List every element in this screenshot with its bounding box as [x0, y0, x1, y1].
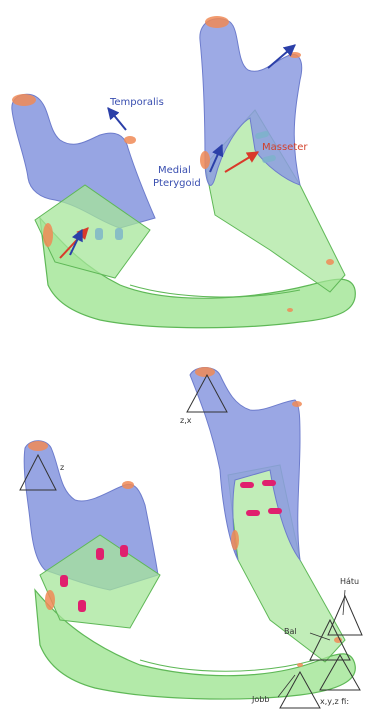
label-constraint-right-condyle: z,x: [180, 416, 192, 425]
label-constraint-back: Hátu: [340, 577, 359, 586]
label-constraint-incisor: x,y,z fi:: [320, 697, 349, 706]
label-medial-line2: Pterygoid: [153, 178, 201, 189]
label-constraint-left: Bal: [284, 627, 297, 636]
bottom-panel: z z,x Hátu Bal Jobb x,y,z fi:: [20, 367, 362, 708]
top-panel: Temporalis Masseter Medial Pterygoid: [12, 16, 355, 328]
label-medial-line1: Medial: [158, 165, 191, 176]
label-constraint-left-condyle: z: [60, 463, 64, 472]
label-constraint-right: Jobb: [251, 695, 269, 704]
label-temporalis: Temporalis: [109, 97, 164, 108]
temporalis-vector: [108, 108, 126, 130]
leader-back: [343, 590, 345, 615]
label-masseter: Masseter: [262, 142, 308, 153]
